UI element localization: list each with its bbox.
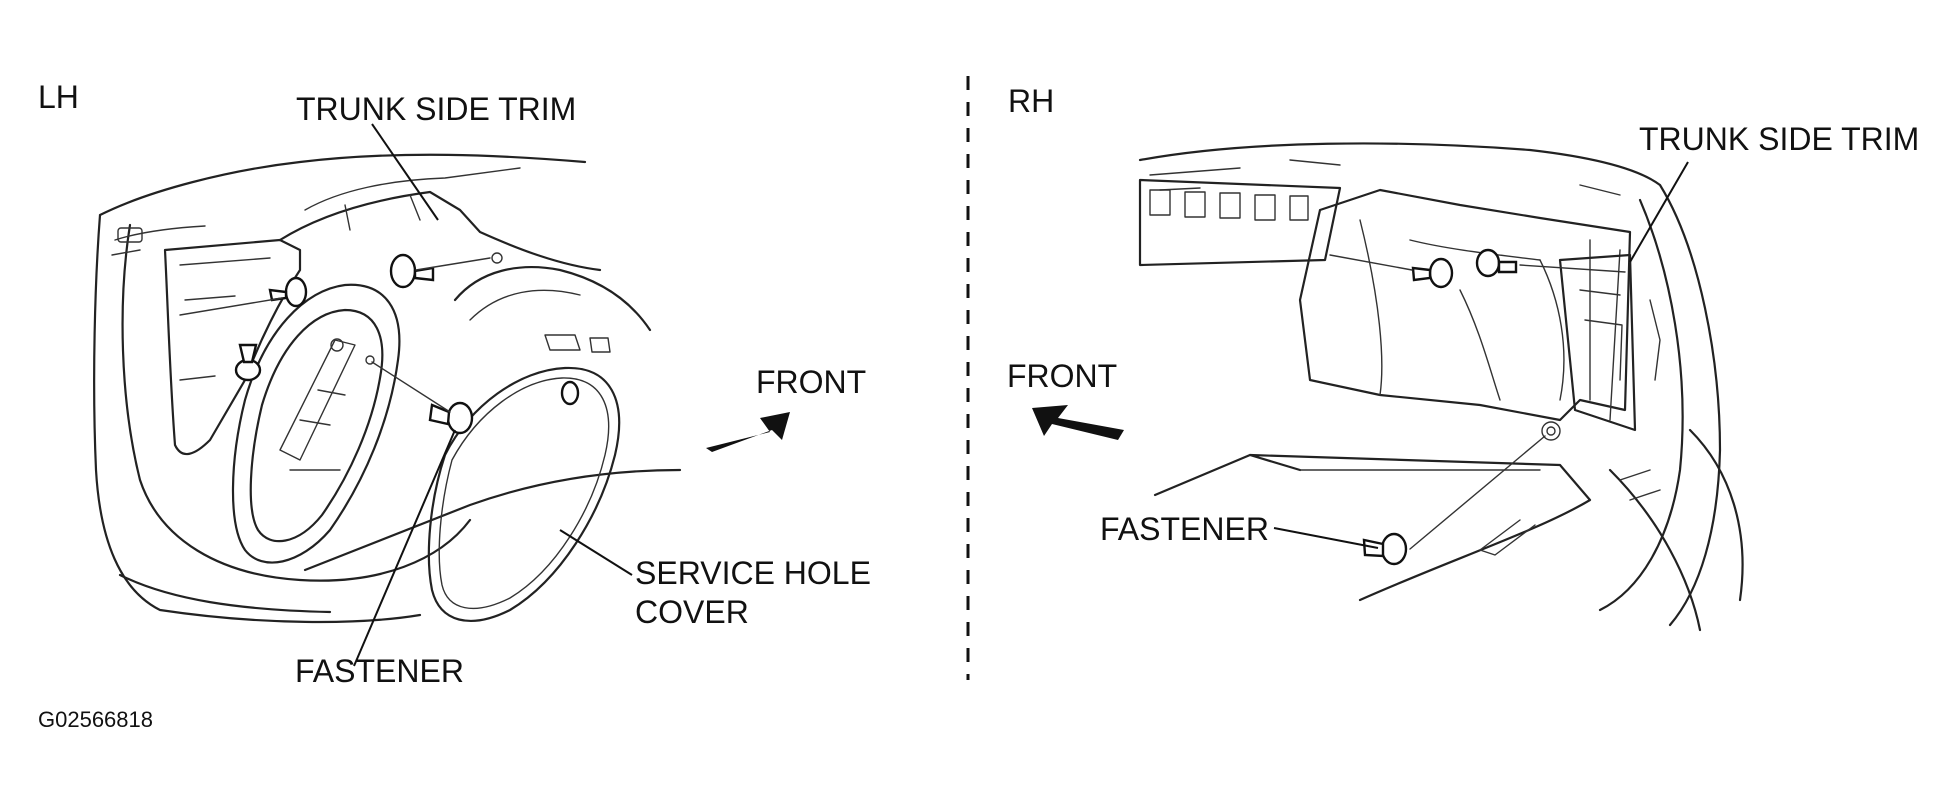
lh-fastener-leader xyxy=(353,429,456,667)
rh-mount-hole-inner xyxy=(1546,426,1556,436)
lh-service-hole-bolt xyxy=(330,338,344,352)
lh-trunk-floor xyxy=(303,468,682,572)
rh-trunk-floor xyxy=(1153,453,1592,602)
lh-fastener-clip-3 xyxy=(234,343,262,382)
rh-rear-wall xyxy=(1138,178,1342,267)
lh-service-hole-inner xyxy=(249,308,384,543)
lh-trunk-opening-outline xyxy=(93,153,587,624)
rh-trunk-side-trim xyxy=(1298,188,1632,422)
rh-fastener-label: FASTENER xyxy=(1100,511,1269,547)
lh-front-label: FRONT xyxy=(756,364,866,400)
rh-mount-hole xyxy=(1541,421,1561,441)
rh-bumper-edge xyxy=(1608,428,1744,632)
rh-front-label: FRONT xyxy=(1007,358,1117,394)
figure-code: G02566818 xyxy=(38,707,153,732)
rh-side-cavity xyxy=(1558,253,1637,432)
rh-fastener-leader xyxy=(1273,527,1379,549)
rh-trunk-trim-label: TRUNK SIDE TRIM xyxy=(1639,121,1919,157)
lh-trunk-trim-label: TRUNK SIDE TRIM xyxy=(296,91,576,127)
lh-trim-leader xyxy=(371,123,439,221)
rh-trunk-inner-edge xyxy=(1598,198,1684,612)
lh-fastener-clip-1 xyxy=(268,276,308,308)
lh-trunk-side-trim xyxy=(278,190,602,272)
lh-body-lower-curve xyxy=(118,573,332,614)
rh-fastener-clip-2 xyxy=(1475,248,1518,278)
rh-install-guide-1 xyxy=(1409,435,1546,550)
lh-service-cover-label-1: SERVICE HOLE xyxy=(635,555,871,591)
lh-cover-fastener-hole xyxy=(560,380,580,406)
lh-service-hole-cover xyxy=(427,366,621,622)
lh-mount-hole-upper xyxy=(491,252,503,264)
lh-install-guide-1 xyxy=(371,361,451,413)
lh-service-cover-label-2: COVER xyxy=(635,594,749,630)
rh-trim-contour-1 xyxy=(1359,219,1541,401)
lh-install-guide-3 xyxy=(179,297,283,316)
lh-trim-upper-edge xyxy=(304,167,521,231)
lh-wheel-arch xyxy=(453,266,652,332)
rh-trim-leader xyxy=(1629,161,1689,263)
rh-floor-edge xyxy=(1299,469,1661,556)
lh-mount-hole xyxy=(365,355,375,365)
rh-fastener-clip-main xyxy=(1362,532,1408,566)
lh-fastener-clip-main xyxy=(428,401,474,435)
lh-service-hole-cover-inner xyxy=(438,377,610,610)
rh-side-label: RH xyxy=(1008,83,1054,119)
lh-fastener-clip-2 xyxy=(389,253,435,289)
lh-side-label: LH xyxy=(38,79,79,115)
rh-trunk-opening-outline xyxy=(1138,142,1722,627)
rh-install-guide-3 xyxy=(1519,264,1626,273)
lh-rear-lip xyxy=(111,225,206,256)
lh-rear-wall xyxy=(163,238,302,456)
lh-cover-leader xyxy=(559,529,633,576)
lh-rear-wall-detail xyxy=(179,257,271,381)
lh-install-guide-2 xyxy=(415,257,491,271)
rh-rear-lip-detail xyxy=(1149,159,1621,196)
rh-install-guide-2 xyxy=(1329,254,1413,271)
lh-side-latch xyxy=(117,227,143,243)
rh-front-arrow xyxy=(1032,405,1124,440)
rh-panel xyxy=(1032,142,1744,632)
lh-service-hole-outer xyxy=(231,283,401,564)
rh-rear-wall-pockets xyxy=(1149,189,1309,221)
lh-front-arrow xyxy=(706,412,790,452)
lh-panel xyxy=(93,123,790,667)
lh-wheel-arch-inner xyxy=(469,289,611,353)
rh-side-cavity-detail xyxy=(1579,289,1661,381)
rh-fastener-clip-1 xyxy=(1411,257,1454,289)
lh-service-hole-mechanism xyxy=(279,339,356,471)
lh-fastener-label: FASTENER xyxy=(295,653,464,689)
